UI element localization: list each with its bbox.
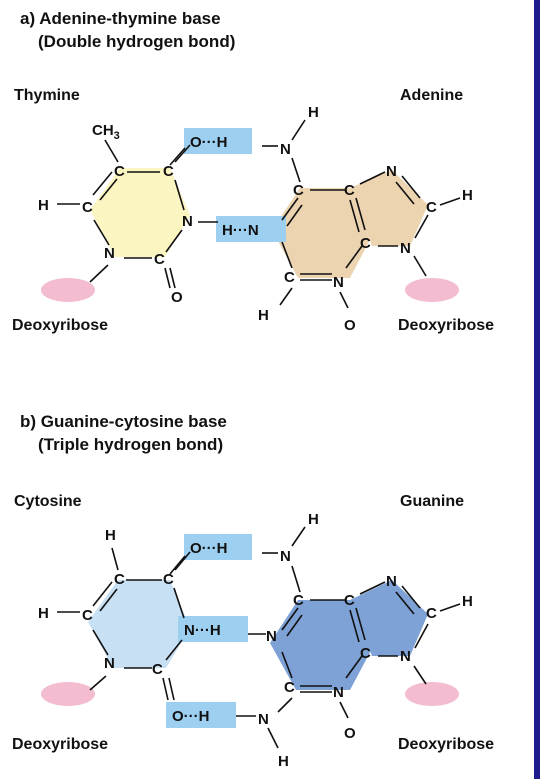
thymine-label: Thymine (14, 87, 80, 104)
atom: C (360, 645, 371, 662)
atom: C (426, 199, 437, 216)
atom: C (114, 163, 125, 180)
atom: O (344, 317, 356, 334)
atom: N (104, 655, 115, 672)
cytosine-ring (88, 580, 190, 668)
atom: N (182, 213, 193, 230)
hbond-b1-label: O···H (190, 540, 228, 557)
atom: C (344, 182, 355, 199)
atom: C (426, 605, 437, 622)
atom: O (171, 289, 183, 306)
thymine-deoxyribose-label: Deoxyribose (12, 317, 108, 334)
atom: O (344, 725, 356, 742)
thymine-sugar (41, 278, 95, 302)
atom: N (333, 684, 344, 701)
atom: N (104, 245, 115, 262)
part-b-guanine-cytosine: b) Guanine-cytosine base (Triple hydroge… (12, 412, 494, 770)
atom: H (105, 527, 116, 544)
atom: C (82, 199, 93, 216)
atom: C (114, 571, 125, 588)
atom: H (308, 511, 319, 528)
atom: C (82, 607, 93, 624)
hbond-highlight-b3 (166, 702, 236, 728)
atom: H (308, 104, 319, 121)
part-b-title: b) Guanine-cytosine base (20, 412, 227, 431)
atom: N (266, 628, 277, 645)
atom: N (400, 648, 411, 665)
atom: H (38, 197, 49, 214)
atom: C (293, 592, 304, 609)
atom: H (38, 605, 49, 622)
guanine-sugar (405, 682, 459, 706)
atom: N (280, 141, 291, 158)
atom: C (293, 182, 304, 199)
atom: N (386, 163, 397, 180)
guanine-deoxyribose-label: Deoxyribose (398, 736, 494, 753)
part-a-title: a) Adenine-thymine base (20, 9, 221, 28)
hbond-highlight-a2 (216, 216, 286, 242)
atom: C (344, 592, 355, 609)
atom: N (400, 240, 411, 257)
atom: C (154, 251, 165, 268)
atom: H (278, 753, 289, 770)
hbond-highlight-b1 (184, 534, 252, 560)
atom: C (360, 235, 371, 252)
atom: N (333, 274, 344, 291)
atom: H (258, 307, 269, 324)
cytosine-sugar (41, 682, 95, 706)
atom: C (152, 661, 163, 678)
hbond-highlight-b2 (178, 616, 248, 642)
part-b-subtitle: (Triple hydrogen bond) (38, 435, 223, 454)
cytosine-deoxyribose-label: Deoxyribose (12, 736, 108, 753)
atom: C (163, 571, 174, 588)
atom: H (462, 187, 473, 204)
adenine-deoxyribose-label: Deoxyribose (398, 317, 494, 334)
hbond-b2-label: N···H (184, 622, 221, 639)
atom: N (280, 548, 291, 565)
atom: N (386, 573, 397, 590)
atom: N (258, 711, 269, 728)
methyl-group: CH3 (92, 122, 120, 142)
hbond-a2-label: H···N (222, 222, 259, 239)
adenine-five-ring (350, 170, 428, 246)
hbond-a1-label: O···H (190, 134, 228, 151)
adenine-label: Adenine (400, 87, 463, 104)
guanine-five-ring (350, 580, 428, 656)
right-border (534, 0, 540, 779)
atom: C (163, 163, 174, 180)
guanine-label: Guanine (400, 493, 464, 510)
adenine-sugar (405, 278, 459, 302)
part-a-subtitle: (Double hydrogen bond) (38, 32, 235, 51)
thymine-ring (90, 168, 190, 257)
hbond-b3-label: O···H (172, 708, 210, 725)
atom: C (284, 679, 295, 696)
hbond-highlight-a1 (184, 128, 252, 154)
atom: C (284, 269, 295, 286)
cytosine-label: Cytosine (14, 493, 82, 510)
atom: H (462, 593, 473, 610)
part-a-adenine-thymine: a) Adenine-thymine base (Double hydrogen… (12, 9, 494, 334)
